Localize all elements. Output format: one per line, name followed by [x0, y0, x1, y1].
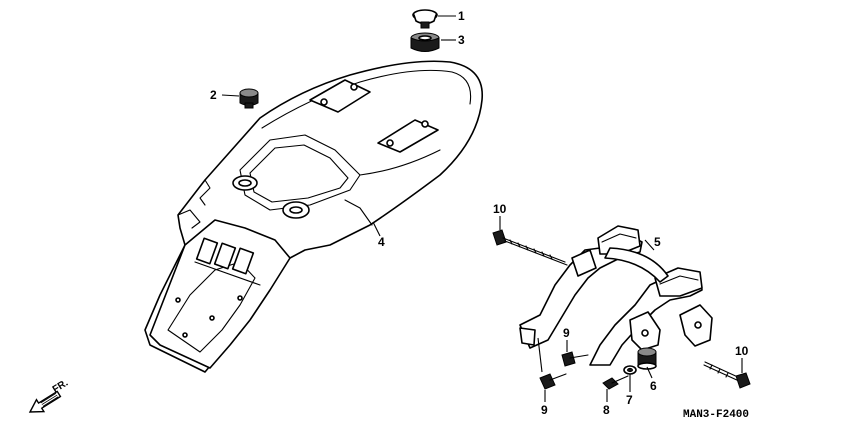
- front-direction-arrow: [28, 390, 62, 413]
- bolt-part-10-right: [703, 361, 751, 389]
- callout-9-lower: 9: [541, 403, 548, 417]
- bracket-part-5: [519, 225, 713, 366]
- callout-5: 5: [654, 235, 661, 249]
- callout-3: 3: [458, 33, 465, 47]
- grommet-part-2: [239, 88, 259, 109]
- callout-4: 4: [378, 235, 385, 249]
- washer-part-7: [623, 365, 637, 375]
- bolt-part-10-left: [492, 229, 568, 266]
- callout-8: 8: [603, 403, 610, 417]
- bolt-part-9-lower: [539, 373, 567, 390]
- callout-1: 1: [458, 9, 465, 23]
- grommet-part-3: [410, 32, 440, 52]
- callout-7: 7: [626, 393, 633, 407]
- rear-fender-part-4: [144, 60, 483, 373]
- callout-10-left: 10: [493, 202, 507, 216]
- callout-9-upper: 9: [563, 326, 570, 340]
- drawing-code: MAN3-F2400: [683, 409, 749, 421]
- callout-6: 6: [650, 379, 657, 393]
- collar-part-1: [412, 9, 438, 29]
- callout-10-right: 10: [735, 344, 749, 358]
- leader-lines: [221, 15, 743, 402]
- bolt-part-9-upper: [561, 351, 589, 367]
- bolt-part-8: [602, 375, 629, 390]
- rubber-part-6: [637, 347, 657, 370]
- callout-2: 2: [210, 88, 217, 102]
